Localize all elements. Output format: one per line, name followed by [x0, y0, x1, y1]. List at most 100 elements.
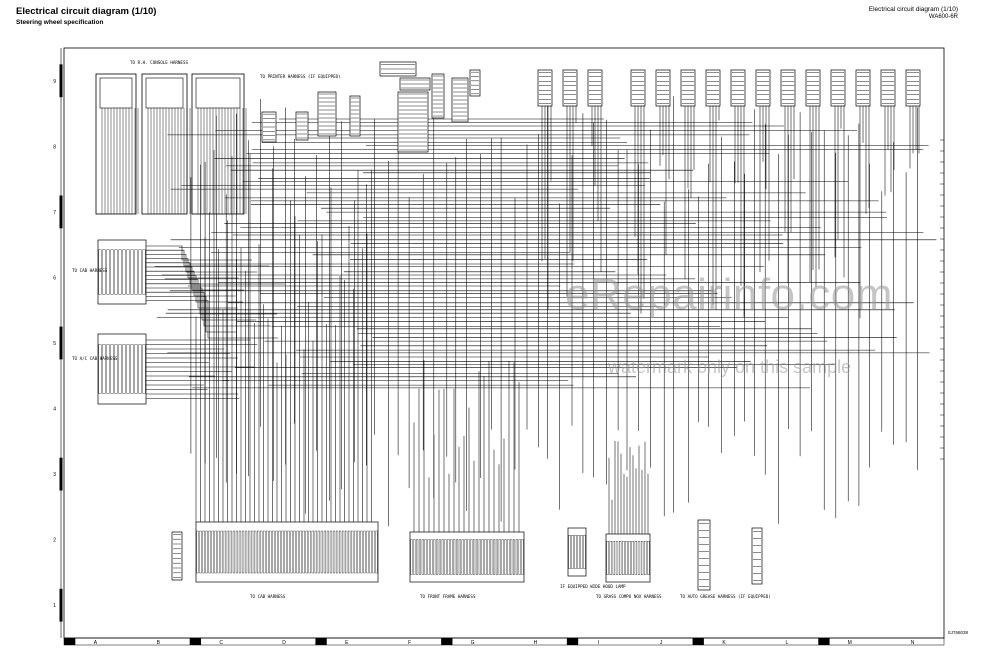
row-band: [59, 195, 63, 229]
col-label: F: [408, 640, 411, 646]
wire: [146, 300, 279, 339]
grease-connector: [605, 533, 651, 583]
console-connector: [195, 77, 241, 109]
col-label: E: [345, 640, 349, 646]
wire: [146, 258, 239, 279]
col-band: [818, 638, 830, 645]
col-label: D: [282, 640, 286, 646]
console-connector: [99, 77, 133, 109]
small-connector: [349, 95, 361, 137]
relay-connector: [680, 69, 696, 107]
wire: [146, 287, 257, 321]
col-band: [189, 638, 202, 645]
wire: [146, 266, 245, 291]
connectors: [95, 61, 921, 591]
relay-connector: [537, 69, 553, 107]
col-label: K: [722, 640, 726, 646]
relay-connector: [730, 69, 746, 107]
wide-hood-connector: [567, 527, 587, 577]
row-label: 2: [53, 538, 56, 544]
header-right-title: Electrical circuit diagram (1/10): [868, 6, 958, 13]
label-printer-harness: TO PRINTER HARNESS (IF EQUIPPED): [260, 74, 341, 79]
small-connector: [317, 91, 337, 137]
label-front-frame-harness: TO FRONT FRAME HARNESS: [420, 594, 476, 599]
cab-harness-connector: [97, 239, 147, 305]
console-connector: [145, 77, 184, 109]
col-label: H: [534, 640, 538, 646]
row-label: 1: [53, 603, 56, 609]
ac-cab-connector: [97, 333, 147, 405]
watermark-text: eRepairinfo.com: [565, 270, 893, 319]
label-wide-hood-lamp: IF EQUIPPED WIDE HOOD LAMP: [560, 584, 626, 589]
small-connector: [261, 111, 277, 143]
col-band: [566, 638, 579, 645]
col-label: J: [660, 640, 663, 646]
label-printer-harness-text: TO PRINTER HARNESS (IF EQUIPPED): [260, 74, 341, 79]
console-connector-box: [191, 73, 245, 215]
col-band: [64, 638, 76, 645]
relay-connector: [830, 69, 846, 107]
label-grease-harness: TO GRASS COMPO NOX HARNESS: [596, 594, 662, 599]
relay-connector: [562, 69, 578, 107]
left-bottom-connector: [171, 531, 183, 581]
wire: [146, 249, 270, 267]
wire: [146, 245, 252, 261]
label-cab-harness-bottom: TO CAB HARNESS: [250, 594, 286, 599]
small-connector: [431, 73, 445, 119]
small-connector: [399, 77, 431, 91]
col-label: B: [157, 640, 161, 646]
label-auto-grease-harness: TO AUTO GREASE HARNESS (IF EQUIPPED): [680, 594, 771, 599]
small-connector: [379, 61, 417, 77]
relay-connector: [755, 69, 771, 107]
small-connector: [469, 69, 481, 97]
row-band: [59, 588, 63, 622]
row-band: [59, 64, 63, 98]
console-connector-box: [95, 73, 137, 215]
wire: [146, 283, 278, 315]
wire: [146, 296, 237, 333]
relay-connector: [587, 69, 603, 107]
row-band: [59, 457, 63, 491]
row-label: 6: [53, 275, 56, 281]
wire: [146, 275, 243, 303]
row-band: [59, 326, 63, 360]
wiring: [101, 96, 944, 534]
relay-connector: [780, 69, 796, 107]
col-label: M: [848, 640, 852, 646]
relay-connector: [880, 69, 896, 107]
row-label: 4: [53, 407, 56, 413]
small-connector: [295, 111, 309, 141]
col-label: N: [911, 640, 915, 646]
col-label: A: [94, 640, 98, 646]
relay-connector: [630, 69, 646, 107]
label-cab-harness: TO CAB HARNESS: [72, 268, 108, 273]
wire: [146, 291, 271, 327]
bottom-cab-connector: [195, 521, 379, 583]
harness-labels: TO R.H. CONSOLE HARNESS TO PRINTER HARNE…: [72, 60, 771, 599]
row-label: 3: [53, 472, 56, 478]
col-band: [315, 638, 327, 645]
relay-connector: [705, 69, 721, 107]
row-label: 8: [53, 144, 56, 150]
label-ac-cab-harness: TO A/C CAB HARNESS: [72, 356, 118, 361]
col-label: C: [219, 640, 223, 646]
row-label: 7: [53, 210, 56, 216]
auto-grease-connector: [697, 519, 711, 591]
row-label: 5: [53, 341, 56, 347]
wire: [146, 254, 258, 273]
right-bottom-connector: [751, 527, 763, 585]
console-connector-box: [141, 73, 188, 215]
document-code: SJ766038: [947, 630, 968, 635]
relay-connector: [855, 69, 871, 107]
small-connector: [451, 77, 469, 123]
watermark-subtext: watermark only on this sample: [608, 357, 852, 377]
col-band: [441, 638, 453, 645]
header-model-number: WA600-6R: [928, 14, 958, 20]
wire: [146, 279, 238, 309]
col-label: I: [598, 640, 599, 646]
col-band: [692, 638, 704, 645]
relay-connector: [905, 69, 921, 107]
